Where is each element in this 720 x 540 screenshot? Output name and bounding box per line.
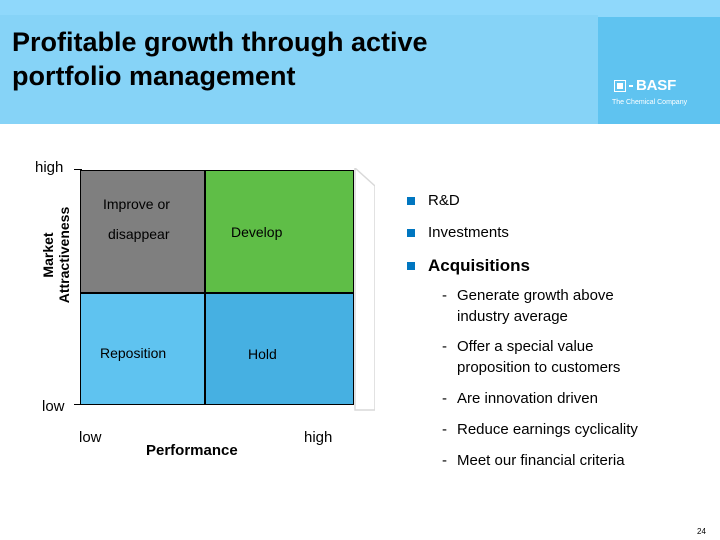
- y-axis-title: Market Attractiveness: [40, 207, 72, 304]
- y-low-tick: [74, 404, 82, 405]
- basf-logo-icon: [614, 80, 626, 92]
- sub-item-line-2: industry average: [457, 308, 568, 325]
- sub-dash: -: [442, 390, 447, 407]
- sub-item-line-1: Are innovation driven: [457, 390, 598, 407]
- logo-brand: BASF: [636, 77, 677, 94]
- x-low-label: low: [79, 429, 102, 446]
- sub-item-line-2: proposition to customers: [457, 359, 621, 376]
- y-high-tick: [74, 169, 82, 170]
- sub-item-line-1: Offer a special value: [457, 338, 594, 355]
- sub-dash: -: [442, 287, 447, 304]
- bullet-marker: [407, 197, 415, 205]
- title-line-1: Profitable growth through active: [12, 27, 428, 57]
- x-axis-title: Performance: [146, 442, 238, 459]
- quadrant-hold: [205, 293, 354, 405]
- bullet-marker: [407, 262, 415, 270]
- sub-item-line-1: Meet our financial criteria: [457, 452, 625, 469]
- header-stripe: [0, 15, 598, 124]
- bullet-text: R&D: [428, 192, 460, 209]
- logo-tagline: The Chemical Company: [612, 99, 688, 106]
- quadrant-label-hold: Hold: [248, 346, 277, 362]
- quadrant-improve-or-disappear: [80, 170, 205, 293]
- y-high-label: high: [35, 159, 64, 176]
- bullet-text: Investments: [428, 224, 509, 241]
- sub-item-line-1: Reduce earnings cyclicality: [457, 421, 638, 438]
- sub-dash: -: [442, 421, 447, 438]
- bullet-marker: [407, 229, 415, 237]
- chevron-arrow-icon: [354, 168, 375, 411]
- quadrant-label-develop: Develop: [231, 224, 283, 240]
- y-low-label: low: [42, 398, 65, 415]
- logo-dash: [629, 85, 633, 87]
- x-high-label: high: [304, 429, 333, 446]
- quadrant-label-reposition: Reposition: [100, 345, 167, 361]
- sub-dash: -: [442, 452, 447, 469]
- quadrant-label-disappear: disappear: [108, 226, 170, 242]
- y-axis-title-line-2: Attractiveness: [56, 206, 72, 304]
- quadrant-reposition: [80, 293, 205, 405]
- y-axis-title-line-1: Market: [40, 232, 56, 278]
- quadrant-label-improve-or: Improve or: [103, 196, 170, 212]
- bullet-text: Acquisitions: [428, 256, 531, 275]
- sub-item-line-1: Generate growth above: [457, 287, 614, 304]
- logo-box: [598, 17, 720, 124]
- page-title: Profitable growth through active portfol…: [12, 25, 572, 93]
- page-number: 24: [697, 527, 706, 536]
- quadrant-develop: [205, 170, 354, 293]
- sub-dash: -: [442, 338, 447, 355]
- title-line-2: portfolio management: [12, 61, 296, 91]
